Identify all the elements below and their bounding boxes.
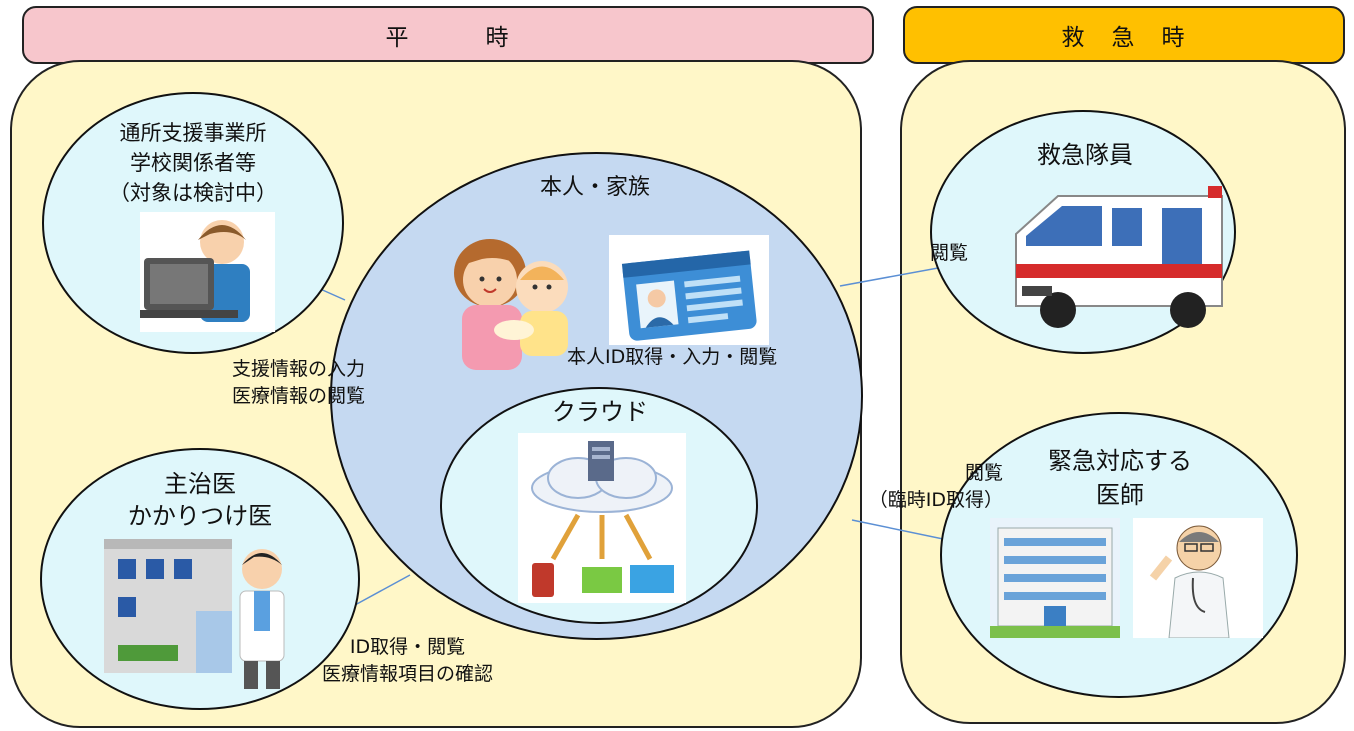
ambulance-crew-caption: 救急隊員 — [1037, 141, 1133, 169]
emergency-doctor-caption: 緊急対応する 医師 — [1048, 447, 1192, 509]
cloud-network-illustration — [518, 433, 686, 603]
cloud-caption: クラウド — [552, 398, 648, 426]
mother-baby-illustration — [442, 225, 582, 370]
support-office-caption: 通所支援事業所 学校関係者等 （対象は検討中） — [109, 121, 277, 205]
doctor-id-label: ID取得・閲覧 医療情報項目の確認 — [322, 636, 494, 685]
view-label: 閲覧 — [930, 242, 969, 264]
self-id-label: 本人ID取得・入力・閲覧 — [567, 346, 778, 368]
hospital-illustration — [990, 518, 1120, 638]
id-card-illustration — [609, 235, 769, 345]
support-input-label: 支援情報の入力 医療情報の閲覧 — [232, 358, 366, 407]
normal-time-title: 平 時 — [385, 25, 511, 51]
office-worker-illustration — [140, 212, 275, 332]
normal-time-header: 平 時 — [22, 6, 874, 64]
ambulance-illustration — [1012, 186, 1232, 332]
view-temp-label: 閲覧 （臨時ID取得） — [868, 462, 1003, 511]
doctor-link-line — [354, 574, 411, 606]
emergency-time-title: 救 急 時 — [1061, 25, 1187, 51]
patient-family-caption: 本人・家族 — [539, 175, 650, 200]
family-doctor-caption: 主治医 かかりつけ医 — [127, 470, 273, 530]
elderly-doctor-illustration — [1133, 518, 1263, 639]
clinic-doctor-illustration — [104, 535, 294, 693]
